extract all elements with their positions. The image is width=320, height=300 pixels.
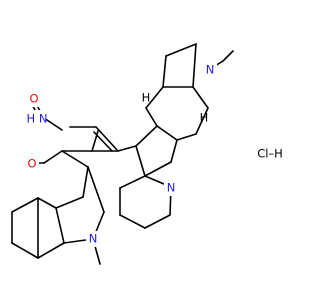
ring-nitrogen-methyl-label: N	[206, 63, 215, 77]
bond	[144, 161, 172, 177]
bond	[119, 175, 146, 189]
carbonyl-oxygen-top-label: O	[29, 92, 38, 106]
bond	[162, 55, 167, 88]
bond	[37, 242, 65, 259]
bond	[144, 214, 171, 229]
bond	[95, 126, 119, 152]
bond	[176, 133, 197, 141]
bond	[135, 125, 158, 147]
bond	[61, 150, 89, 168]
bond	[145, 86, 164, 109]
label-bg	[86, 231, 100, 247]
bond	[37, 197, 57, 209]
counter-ion-label: Cl–H	[257, 147, 283, 161]
bond	[135, 145, 146, 177]
bond	[55, 207, 65, 244]
label-bg	[27, 91, 41, 107]
bond	[87, 166, 105, 213]
carbonyl-oxygen-bottom-label: O	[27, 157, 36, 171]
label-bg	[164, 180, 178, 196]
bond	[222, 50, 234, 62]
label-layer: H N O O N N N H H Cl–H	[25, 62, 283, 247]
bond	[192, 86, 209, 109]
label-bg	[25, 156, 39, 172]
bond	[195, 107, 209, 135]
bond	[11, 242, 39, 259]
bond	[93, 131, 113, 152]
bond	[170, 139, 178, 163]
stereo-hydrogen-left-label: H	[142, 91, 151, 105]
bond	[11, 197, 39, 213]
bond	[192, 43, 197, 88]
bond	[145, 107, 158, 127]
bond	[43, 150, 63, 164]
bond	[156, 125, 178, 141]
label-bg	[28, 110, 46, 127]
bond	[82, 166, 89, 198]
bond	[55, 196, 84, 209]
bond	[165, 43, 197, 57]
stereo-hydrogen-right-label: H	[200, 111, 209, 125]
label-bg	[203, 62, 217, 78]
chemical-structure: H N O O N N N H H Cl–H	[11, 43, 283, 265]
indole-nitrogen-fused-label: N	[167, 181, 176, 195]
bond	[119, 214, 146, 229]
bond	[43, 117, 63, 131]
bond	[117, 145, 137, 152]
bond-layer	[11, 43, 234, 265]
indole-nitrogen-methyl-label: N	[89, 232, 98, 246]
imide-nh-label: H N	[27, 112, 48, 126]
